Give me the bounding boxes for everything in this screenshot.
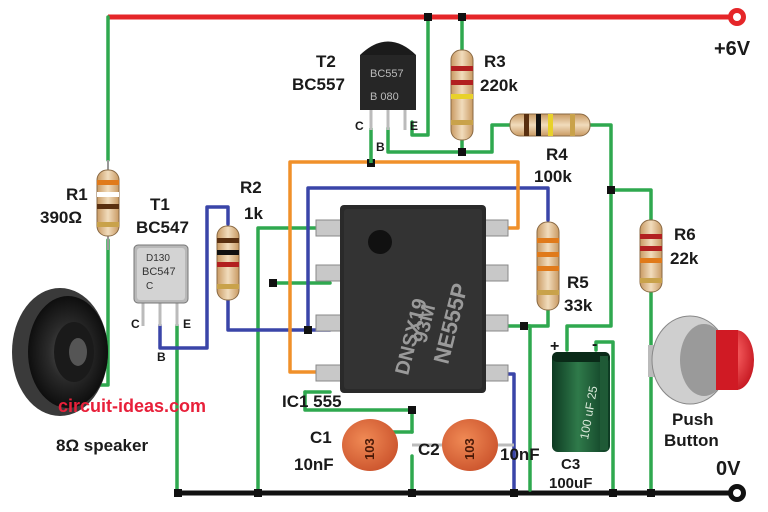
r5-ref-label: R5	[567, 273, 589, 292]
c1-val-label: 10nF	[294, 455, 334, 474]
wire-r2-bottom	[226, 298, 332, 332]
t1-part-label: BC547	[136, 218, 189, 237]
r5-val-label: 33k	[564, 296, 593, 315]
t2-part-label: BC557	[292, 75, 345, 94]
t2-pin-b: B	[376, 140, 385, 154]
capacitor-c3-icon	[552, 352, 610, 452]
wire-c3-neg	[594, 340, 615, 495]
resistor-r1-icon	[96, 160, 120, 250]
supply-positive-label: +6V	[714, 38, 751, 60]
capacitor-c1-icon	[342, 419, 398, 471]
c1-ref-label: C1	[310, 428, 332, 447]
t1-pin-c: C	[131, 317, 140, 331]
t2-pin-e: E	[410, 119, 419, 133]
ic-ref-label: IC1 555	[282, 392, 342, 411]
t1-pin-b: B	[157, 350, 166, 364]
c2-ref-label: C2	[418, 440, 440, 459]
c3-minus-label: -	[592, 336, 598, 353]
r1-ref-label: R1	[66, 185, 88, 204]
r4-ref-label: R4	[546, 145, 568, 164]
t1-pin-e: E	[183, 317, 192, 331]
t1-body-c: C	[146, 281, 153, 292]
wire-pin6-r5	[306, 186, 550, 332]
ground-terminal-icon	[728, 484, 746, 502]
watermark: circuit-ideas.com	[58, 396, 207, 416]
ic-555-icon	[315, 205, 509, 393]
push-button-icon	[648, 315, 754, 405]
t1-ref-label: T1	[150, 195, 170, 214]
resistor-r4-icon	[509, 113, 591, 137]
resistor-r5-icon	[536, 221, 560, 311]
r6-val-label: 22k	[670, 249, 699, 268]
transistor-t1-icon	[133, 244, 189, 326]
resistor-r3-icon	[450, 49, 474, 141]
push-button-label-2: Button	[664, 431, 719, 450]
r4-val-label: 100k	[534, 167, 572, 186]
wire-t1-base	[158, 205, 230, 350]
r6-ref-label: R6	[674, 225, 696, 244]
positive-terminal-icon	[728, 8, 746, 26]
c2-val-label: 10nF	[500, 445, 540, 464]
wire-t2-emitter	[410, 15, 430, 137]
supply-ground-label: 0V	[716, 458, 741, 480]
c3-ref-label: C3	[561, 456, 581, 473]
wire-c3-pos	[565, 188, 613, 352]
transistor-t2-icon	[360, 41, 416, 130]
r3-ref-label: R3	[484, 52, 506, 71]
wire-r4-node	[460, 123, 512, 154]
wire-r2-pin2	[256, 226, 332, 495]
wire-r6-node	[609, 188, 653, 222]
r2-ref-label: R2	[240, 178, 262, 197]
wire-pin6-c2	[494, 372, 516, 495]
wire-trigger-threshold	[288, 160, 520, 374]
t1-body-code: D130	[146, 253, 170, 264]
t2-body-text: BC557	[370, 68, 404, 80]
c1-code: 103	[362, 438, 377, 460]
speaker-label: 8Ω speaker	[56, 436, 149, 455]
r2-val-label: 1k	[244, 204, 263, 223]
resistor-r6-icon	[639, 219, 663, 293]
wire-r3-bottom	[386, 126, 464, 154]
push-button-label-1: Push	[672, 410, 714, 429]
r3-val-label: 220k	[480, 76, 518, 95]
speaker-icon	[12, 288, 108, 416]
resistor-r2-icon	[216, 225, 240, 301]
wire-r4-right	[588, 123, 613, 192]
t2-ref-label: T2	[316, 52, 336, 71]
c2-code: 103	[462, 438, 477, 460]
capacitor-c2-icon	[412, 419, 514, 471]
t2-body-code: B 080	[370, 91, 399, 103]
wire-c-top-bus	[303, 390, 414, 412]
c3-plus-label: +	[550, 338, 560, 355]
t1-body-text: BC547	[142, 266, 176, 278]
wire-r5-pin7	[522, 308, 550, 328]
r1-val-label: 390Ω	[40, 208, 82, 227]
t2-pin-c: C	[355, 119, 364, 133]
c3-val-label: 100uF	[549, 475, 593, 492]
